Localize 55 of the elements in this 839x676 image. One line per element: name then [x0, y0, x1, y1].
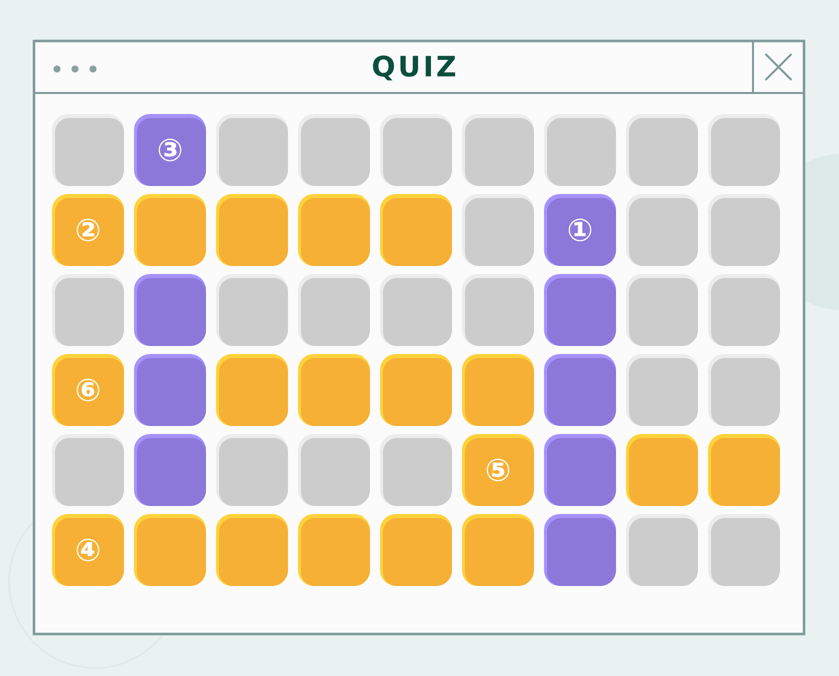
puzzle-tile: [134, 194, 206, 266]
puzzle-tile: [626, 274, 698, 346]
puzzle-tile: [626, 434, 698, 506]
puzzle-tile: [380, 354, 452, 426]
puzzle-tile: [380, 194, 452, 266]
puzzle-tile: [216, 354, 288, 426]
puzzle-tile: [52, 114, 124, 186]
puzzle-tile: [544, 434, 616, 506]
puzzle-tile: ②: [52, 194, 124, 266]
puzzle-tile: [626, 354, 698, 426]
puzzle-tile: [380, 514, 452, 586]
puzzle-tile: [708, 354, 780, 426]
puzzle-tile: [544, 114, 616, 186]
puzzle-tile: [380, 114, 452, 186]
puzzle-tile: [216, 274, 288, 346]
puzzle-tile: [134, 514, 206, 586]
puzzle-tile: ③: [134, 114, 206, 186]
puzzle-tile: [544, 514, 616, 586]
puzzle-tile: [380, 274, 452, 346]
puzzle-tile: [462, 114, 534, 186]
puzzle-tile: [462, 354, 534, 426]
puzzle-tile: [134, 354, 206, 426]
puzzle-tile: [216, 434, 288, 506]
puzzle-tile: [626, 114, 698, 186]
puzzle-tile: [380, 434, 452, 506]
puzzle-tile: [626, 514, 698, 586]
puzzle-tile: [298, 514, 370, 586]
puzzle-tile: [462, 274, 534, 346]
puzzle-tile: ①: [544, 194, 616, 266]
puzzle-tile: [298, 274, 370, 346]
puzzle-tile: [216, 514, 288, 586]
puzzle-tile: [462, 514, 534, 586]
puzzle-tile: [216, 194, 288, 266]
puzzle-tile: [134, 434, 206, 506]
puzzle-tile: [298, 434, 370, 506]
puzzle-tile: [708, 434, 780, 506]
puzzle-tile: ⑥: [52, 354, 124, 426]
puzzle-tile: [708, 514, 780, 586]
puzzle-tile: [626, 194, 698, 266]
puzzle-tile: [52, 434, 124, 506]
puzzle-tile: [298, 194, 370, 266]
puzzle-tile: [52, 274, 124, 346]
puzzle-tile: ⑤: [462, 434, 534, 506]
puzzle-tile: [298, 354, 370, 426]
puzzle-tile: [134, 274, 206, 346]
puzzle-tile: ④: [52, 514, 124, 586]
puzzle-tile: [708, 194, 780, 266]
puzzle-tile: [298, 114, 370, 186]
title: QUIZ: [373, 56, 456, 80]
puzzle-tile: [708, 114, 780, 186]
puzzle-tile: [216, 114, 288, 186]
puzzle-tile: [462, 194, 534, 266]
puzzle-tile: [544, 354, 616, 426]
puzzle-tile: [708, 274, 780, 346]
puzzle-tile: [544, 274, 616, 346]
